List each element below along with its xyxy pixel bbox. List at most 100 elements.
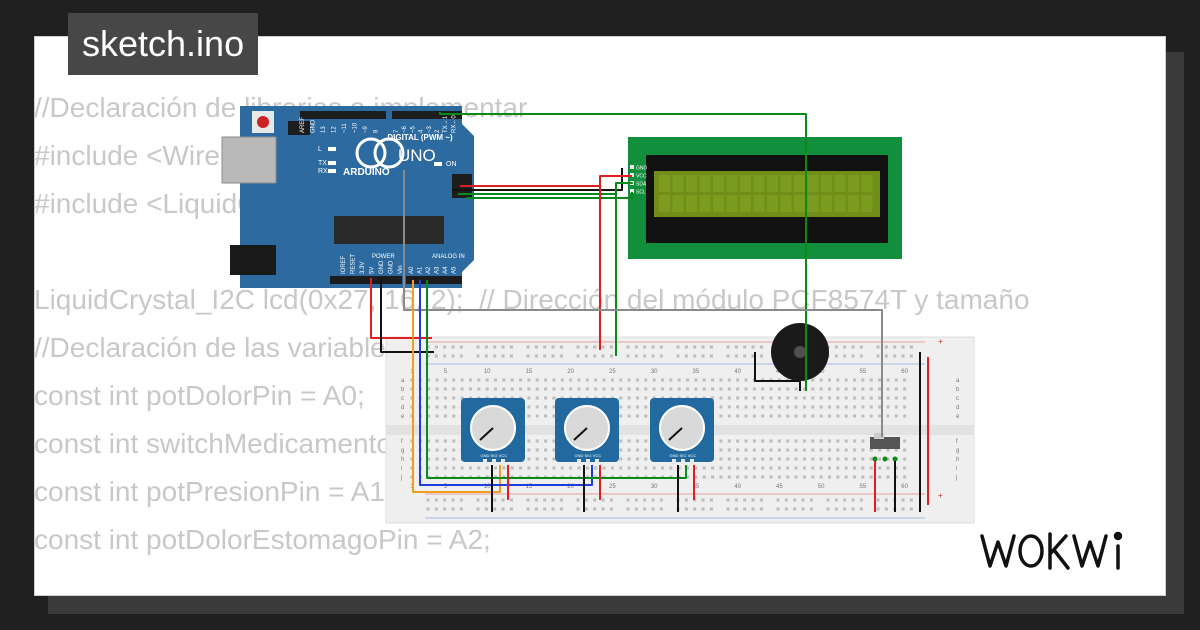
breadboard-hole[interactable] — [494, 378, 497, 382]
breadboard-hole[interactable] — [569, 387, 573, 391]
breadboard-hole[interactable] — [853, 457, 857, 461]
breadboard-hole[interactable] — [744, 414, 748, 418]
breadboard-hole[interactable] — [552, 378, 556, 382]
breadboard-hole[interactable] — [819, 457, 823, 461]
rail-hole[interactable] — [693, 354, 697, 358]
breadboard-hole[interactable] — [828, 475, 831, 479]
rail-hole[interactable] — [901, 498, 905, 502]
rail-hole[interactable] — [834, 507, 838, 511]
breadboard-hole[interactable] — [744, 466, 748, 470]
breadboard-hole[interactable] — [744, 448, 748, 452]
rail-hole[interactable] — [701, 354, 705, 358]
breadboard-hole[interactable] — [761, 414, 765, 418]
rail-hole[interactable] — [709, 498, 713, 502]
rail-hole[interactable] — [843, 345, 847, 349]
breadboard-hole[interactable] — [552, 439, 556, 443]
breadboard-hole[interactable] — [828, 457, 831, 461]
breadboard-hole[interactable] — [736, 378, 740, 382]
breadboard-hole[interactable] — [878, 457, 882, 461]
breadboard-hole[interactable] — [594, 378, 598, 382]
breadboard-hole[interactable] — [452, 396, 456, 400]
breadboard-hole[interactable] — [777, 466, 781, 470]
breadboard-hole[interactable] — [861, 457, 865, 461]
breadboard-hole[interactable] — [752, 466, 756, 470]
rail-hole[interactable] — [443, 498, 447, 502]
breadboard-hole[interactable] — [886, 448, 890, 452]
breadboard-hole[interactable] — [761, 457, 765, 461]
rail-hole[interactable] — [743, 498, 747, 502]
breadboard-hole[interactable] — [828, 466, 831, 470]
rail-hole[interactable] — [726, 507, 730, 511]
breadboard-hole[interactable] — [802, 448, 806, 452]
breadboard-hole[interactable] — [869, 414, 873, 418]
rail-hole[interactable] — [451, 354, 455, 358]
breadboard-hole[interactable] — [861, 448, 865, 452]
breadboard-hole[interactable] — [686, 378, 690, 382]
file-name-tab[interactable]: sketch.ino — [68, 13, 259, 75]
breadboard-hole[interactable] — [594, 466, 598, 470]
breadboard-hole[interactable] — [828, 405, 831, 409]
breadboard-hole[interactable] — [836, 448, 840, 452]
breadboard-hole[interactable] — [869, 387, 873, 391]
rail-hole[interactable] — [909, 507, 913, 511]
breadboard-hole[interactable] — [886, 457, 890, 461]
rail-hole[interactable] — [493, 498, 497, 502]
breadboard-hole[interactable] — [669, 466, 673, 470]
breadboard-hole[interactable] — [544, 466, 548, 470]
rail-hole[interactable] — [601, 498, 605, 502]
rail-hole[interactable] — [593, 498, 597, 502]
rail-hole[interactable] — [576, 345, 580, 349]
breadboard-hole[interactable] — [819, 448, 823, 452]
rail-hole[interactable] — [709, 345, 713, 349]
breadboard-hole[interactable] — [427, 448, 431, 452]
breadboard-hole[interactable] — [727, 457, 731, 461]
breadboard-hole[interactable] — [644, 396, 648, 400]
breadboard-hole[interactable] — [744, 405, 748, 409]
breadboard-hole[interactable] — [786, 448, 790, 452]
breadboard-hole[interactable] — [861, 387, 865, 391]
breadboard-hole[interactable] — [878, 405, 882, 409]
rail-hole[interactable] — [876, 498, 880, 502]
breadboard-hole[interactable] — [886, 414, 890, 418]
breadboard-hole[interactable] — [677, 387, 681, 391]
rail-hole[interactable] — [684, 345, 688, 349]
breadboard-hole[interactable] — [527, 457, 531, 461]
breadboard-hole[interactable] — [527, 387, 531, 391]
rail-hole[interactable] — [709, 354, 713, 358]
rail-hole[interactable] — [801, 498, 805, 502]
breadboard-hole[interactable] — [794, 414, 798, 418]
breadboard-hole[interactable] — [794, 405, 798, 409]
rail-hole[interactable] — [509, 498, 513, 502]
breadboard-hole[interactable] — [452, 378, 456, 382]
rail-hole[interactable] — [434, 345, 438, 349]
breadboard-hole[interactable] — [535, 378, 539, 382]
breadboard-hole[interactable] — [527, 378, 531, 382]
rail-hole[interactable] — [426, 498, 430, 502]
rail-hole[interactable] — [884, 507, 888, 511]
breadboard-hole[interactable] — [427, 414, 431, 418]
breadboard-hole[interactable] — [435, 396, 439, 400]
breadboard-hole[interactable] — [777, 457, 781, 461]
rail-hole[interactable] — [484, 354, 488, 358]
rail-hole[interactable] — [426, 507, 430, 511]
breadboard-hole[interactable] — [585, 387, 589, 391]
rail-hole[interactable] — [901, 354, 905, 358]
rail-hole[interactable] — [543, 345, 547, 349]
rail-hole[interactable] — [584, 345, 588, 349]
rail-hole[interactable] — [801, 507, 805, 511]
breadboard-hole[interactable] — [853, 405, 857, 409]
breadboard-hole[interactable] — [711, 378, 715, 382]
breadboard-hole[interactable] — [627, 405, 631, 409]
breadboard-hole[interactable] — [627, 378, 631, 382]
breadboard-hole[interactable] — [761, 387, 765, 391]
rail-hole[interactable] — [843, 507, 847, 511]
breadboard-hole[interactable] — [761, 448, 765, 452]
breadboard-hole[interactable] — [903, 448, 907, 452]
rail-hole[interactable] — [909, 345, 913, 349]
breadboard-hole[interactable] — [527, 396, 531, 400]
rail-hole[interactable] — [634, 345, 638, 349]
rail-hole[interactable] — [776, 498, 780, 502]
breadboard-hole[interactable] — [627, 439, 631, 443]
